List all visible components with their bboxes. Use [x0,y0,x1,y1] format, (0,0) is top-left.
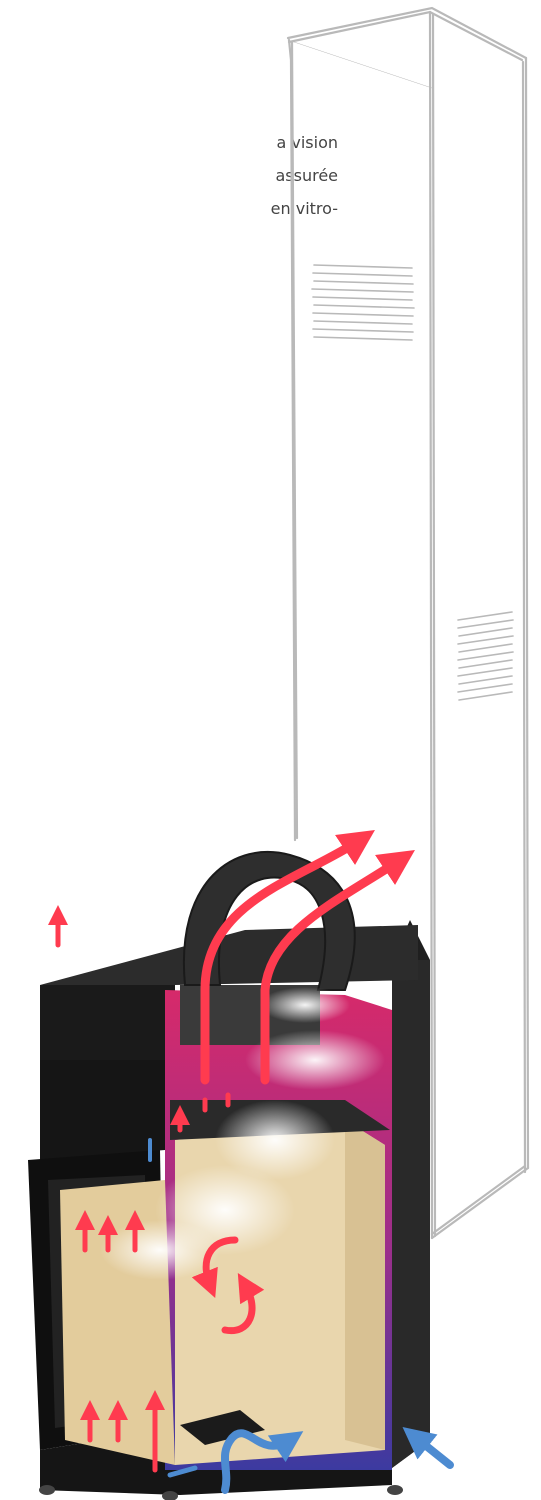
fireplace-illustration [0,0,541,1500]
